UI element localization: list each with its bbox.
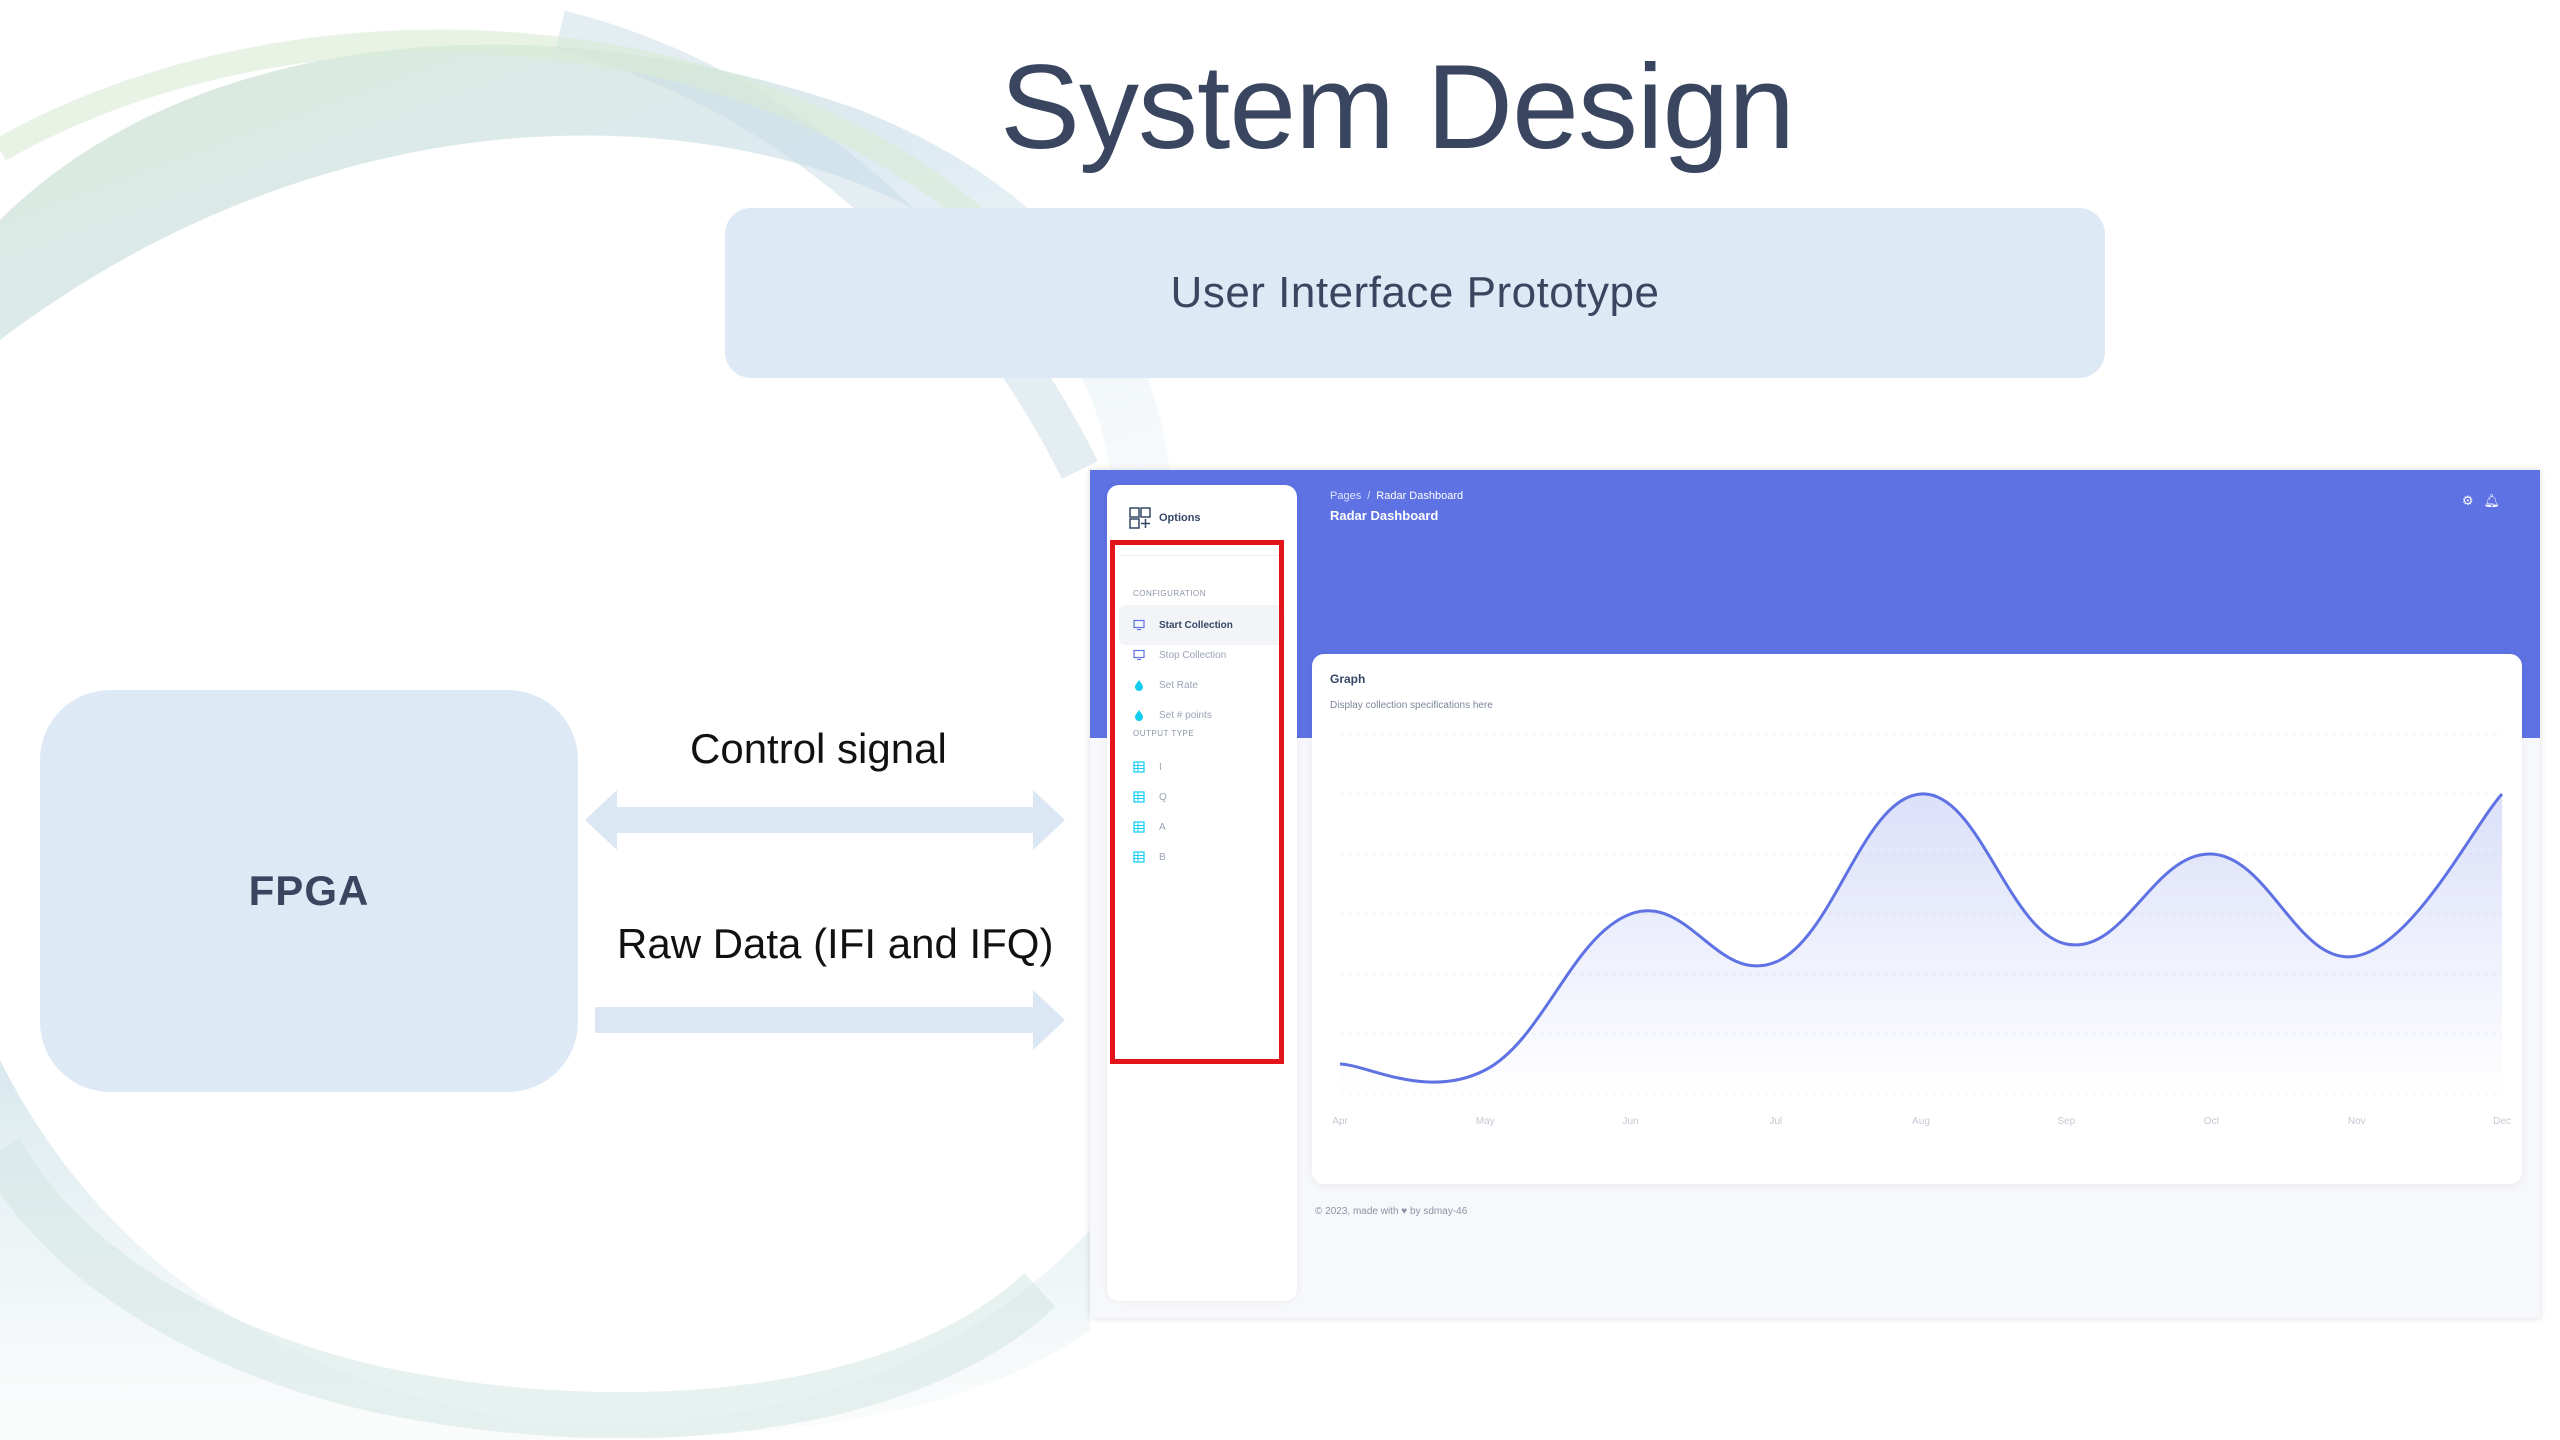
- raw-data-label: Raw Data (IFI and IFQ): [617, 920, 1054, 967]
- fpga-label: FPGA: [248, 867, 370, 914]
- x-tick-label: Jul: [1769, 1116, 1782, 1127]
- table-icon: [1133, 791, 1145, 803]
- sidebar-item-label: Q: [1159, 791, 1167, 803]
- sidebar-item-label: Set Rate: [1159, 679, 1198, 691]
- x-tick-label: Aug: [1912, 1116, 1930, 1127]
- sidebar-item-output-i[interactable]: I: [1119, 747, 1285, 787]
- graph-card: Graph Display collection specifications …: [1312, 654, 2522, 1184]
- dashboard-title: Radar Dashboard: [1330, 508, 1439, 523]
- gear-icon[interactable]: ⚙: [2461, 493, 2474, 508]
- chart-point-oct: [2209, 851, 2215, 857]
- x-tick-label: Dec: [2493, 1116, 2511, 1127]
- x-tick-label: Sep: [2057, 1116, 2075, 1127]
- card-description: Display collection specifications here: [1330, 700, 1493, 711]
- grid-icon: [1129, 507, 1151, 529]
- double-arrow-icon: [585, 790, 1065, 850]
- slide-title: System Design: [1000, 40, 1795, 174]
- sidebar-item-output-a[interactable]: A: [1119, 807, 1285, 847]
- breadcrumb-current: Radar Dashboard: [1376, 490, 1464, 502]
- config-section-header: CONFIGURATION: [1133, 589, 1207, 598]
- subtitle-label: User Interface Prototype: [1170, 268, 1660, 317]
- sidebar-divider: [1119, 555, 1285, 556]
- chart-point-apr: [1337, 1061, 1343, 1067]
- x-tick-label: Jun: [1622, 1116, 1638, 1127]
- subtitle-box: User Interface Prototype: [725, 208, 2105, 378]
- sidebar-item-output-q[interactable]: Q: [1119, 777, 1285, 817]
- footer-text: © 2023, made with ♥ by sdmay-46: [1315, 1206, 1468, 1217]
- bell-icon[interactable]: 🔔︎: [2483, 493, 2500, 508]
- breadcrumb-separator: /: [1367, 490, 1371, 502]
- drop-icon: [1135, 710, 1143, 721]
- chart-point-dec: [2499, 791, 2505, 797]
- fpga-block: FPGA: [40, 690, 578, 1092]
- sidebar-item-label: B: [1159, 851, 1166, 863]
- x-tick-label: May: [1476, 1116, 1495, 1127]
- x-tick-label: Oct: [2204, 1116, 2220, 1127]
- chart-point-nov: [2354, 953, 2360, 959]
- x-tick-label: Apr: [1332, 1116, 1348, 1127]
- sidebar-item-label: I: [1159, 761, 1162, 773]
- chart-area-fill: [1340, 793, 2502, 1094]
- dashboard-screenshot: Pages / Radar Dashboard Radar Dashboard ⚙ …: [1090, 470, 2540, 1318]
- sidebar-item-start-collection[interactable]: Start Collection: [1119, 605, 1285, 645]
- line-chart: Apr May Jun Jul Aug Sep Oct Nov Dec: [1332, 733, 2511, 1127]
- card-title: Graph: [1330, 672, 1366, 686]
- chart-point-jun: [1628, 911, 1634, 917]
- output-section-header: OUTPUT TYPE: [1133, 729, 1195, 738]
- monitor-icon: [1133, 649, 1145, 661]
- table-icon: [1133, 761, 1145, 773]
- sidebar: Options CONFIGURATION Start Collection S…: [1107, 485, 1297, 1301]
- sidebar-item-output-b[interactable]: B: [1119, 837, 1285, 877]
- header-icons: ⚙ 🔔︎: [2462, 494, 2500, 507]
- drop-icon: [1135, 680, 1143, 691]
- chart-point-sep: [2063, 941, 2069, 947]
- table-icon: [1133, 821, 1145, 833]
- brand-label: Options: [1159, 512, 1201, 524]
- sidebar-item-stop-collection[interactable]: Stop Collection: [1119, 635, 1285, 675]
- monitor-icon: [1133, 619, 1145, 631]
- sidebar-item-set-rate[interactable]: Set Rate: [1119, 665, 1285, 705]
- chart-point-may: [1482, 1067, 1488, 1073]
- chart-series-line: [1339, 792, 2504, 1084]
- sidebar-item-label: A: [1159, 821, 1166, 833]
- sidebar-item-label: Set # points: [1159, 709, 1212, 721]
- control-signal-label: Control signal: [690, 725, 947, 772]
- right-arrow-icon: [595, 990, 1065, 1050]
- sidebar-item-set-points[interactable]: Set # points: [1119, 695, 1285, 735]
- x-tick-label: Nov: [2348, 1116, 2366, 1127]
- table-icon: [1133, 851, 1145, 863]
- sidebar-brand[interactable]: Options: [1129, 507, 1201, 529]
- chart-point-jul: [1773, 959, 1779, 965]
- sidebar-item-label: Start Collection: [1159, 619, 1233, 631]
- chart-point-aug: [1918, 791, 1924, 797]
- sidebar-item-label: Stop Collection: [1159, 649, 1227, 661]
- breadcrumb-parent[interactable]: Pages: [1330, 490, 1362, 502]
- breadcrumb: Pages / Radar Dashboard: [1330, 490, 1463, 502]
